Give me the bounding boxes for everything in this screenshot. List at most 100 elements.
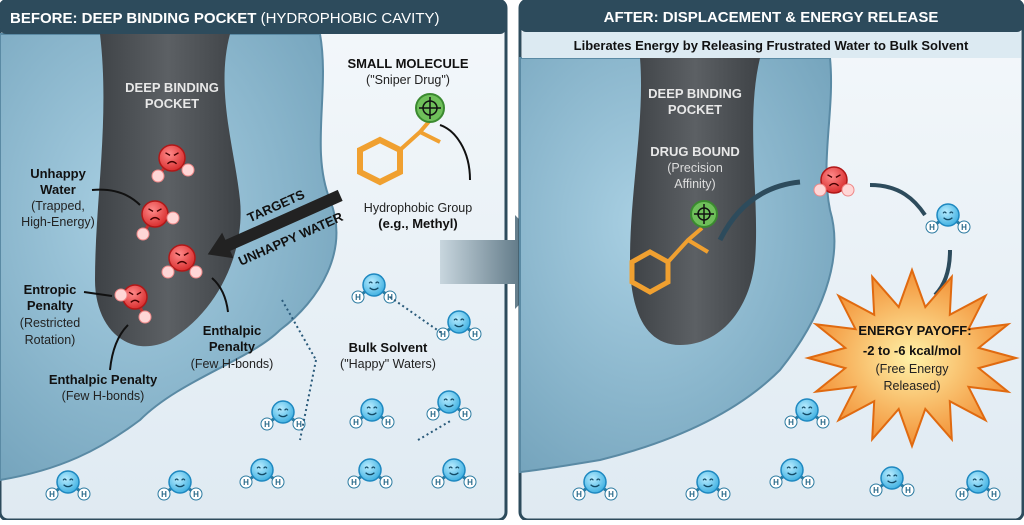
hydrogen-label: H	[467, 478, 473, 487]
hydrogen-label: H	[608, 490, 614, 499]
happy-face-icon	[583, 470, 607, 494]
before-title: BEFORE: DEEP BINDING POCKET	[10, 10, 256, 27]
enthalpic-penalty-right-desc: (Few H-bonds)	[191, 357, 274, 371]
hydrogen-label: H	[383, 478, 389, 487]
unhappy-water	[151, 144, 195, 183]
energy-payoff-title: ENERGY PAYOFF:	[858, 323, 971, 338]
hydrogen-bond-line	[389, 296, 444, 335]
pointer-arrow	[439, 124, 471, 181]
pocket-label-2: POCKET	[145, 96, 199, 111]
happy-face-icon	[362, 273, 386, 297]
hydrogen-label: H	[440, 330, 446, 339]
entropic-penalty-title-2: Penalty	[27, 298, 74, 313]
hydrogen-bond-line	[281, 299, 317, 361]
hydrogen-label: H	[961, 223, 967, 232]
hydrogen-label: H	[243, 478, 249, 487]
hydrogen-label: H	[193, 490, 199, 499]
hydrogen-label: H	[351, 478, 357, 487]
happy-face-icon	[880, 466, 904, 490]
bulk-solvent-desc: ("Happy" Waters)	[340, 357, 436, 371]
bound-drug	[629, 200, 718, 295]
svg-text:BEFORE: DEEP BINDING POCKET (H: BEFORE: DEEP BINDING POCKET (HYDROPHOBIC…	[10, 10, 440, 27]
pocket-label-right-1: DEEP BINDING	[648, 86, 742, 101]
displacement-arrow	[717, 179, 801, 242]
enthalpic-penalty-bottom-title: Enthalpic Penalty	[49, 372, 158, 387]
before-title-sub: (HYDROPHOBIC CAVITY)	[261, 10, 440, 27]
hydrophobic-group-label: Hydrophobic Group	[364, 201, 472, 215]
happy-face-icon	[795, 398, 819, 422]
happy-face-icon	[358, 458, 382, 482]
pocket-cavity	[95, 34, 241, 347]
before-panel: BEFORE: DEEP BINDING POCKET (HYDROPHOBIC…	[0, 0, 508, 522]
unhappy-water-title-1: Unhappy	[30, 166, 86, 181]
unhappy-water-released	[813, 166, 855, 197]
drug-bound-desc-2: Affinity)	[674, 177, 715, 191]
hydrophobic-group-example: (e.g., Methyl)	[378, 216, 457, 231]
angry-face-icon	[141, 200, 169, 228]
energy-payoff-desc-1: (Free Energy	[876, 362, 950, 376]
happy-face-icon	[442, 458, 466, 482]
hydrogen-label: H	[959, 490, 965, 499]
hydrogen-label: H	[991, 490, 997, 499]
hydrogen-label: H	[161, 490, 167, 499]
enthalpic-penalty-bottom-desc: (Few H-bonds)	[62, 389, 145, 403]
unhappy-water	[136, 200, 180, 241]
hydrogen-label: H	[296, 420, 302, 429]
unhappy-water-title-2: Water	[40, 182, 76, 197]
hydrogen-label: H	[689, 490, 695, 499]
happy-face-icon	[936, 203, 960, 227]
pocket-label-right-2: POCKET	[668, 102, 722, 117]
happy-face-icon	[56, 470, 80, 494]
hydrogen-label: H	[576, 490, 582, 499]
hydrogen-label: H	[929, 223, 935, 232]
small-molecule-drug	[357, 93, 445, 186]
happy-face-icon	[447, 310, 471, 334]
hydrogen-label: H	[472, 330, 478, 339]
release-arrow	[869, 183, 927, 217]
small-molecule-subtitle: ("Sniper Drug")	[366, 73, 450, 87]
hydrogen-label: H	[81, 490, 87, 499]
happy-face-icon	[360, 398, 384, 422]
happy-face-icon	[780, 458, 804, 482]
hydrogen-label: H	[805, 478, 811, 487]
happy-face-icon	[437, 390, 461, 414]
after-header	[520, 0, 1023, 32]
hydrogen-bond-line	[417, 419, 453, 441]
hydrogen-label: H	[355, 293, 361, 302]
hydrogen-label: H	[462, 410, 468, 419]
hydrogen-label: H	[385, 418, 391, 427]
after-title: AFTER: DISPLACEMENT & ENERGY RELEASE	[604, 9, 939, 26]
happy-face-icon	[696, 470, 720, 494]
hydrogen-label: H	[788, 418, 794, 427]
angry-face-icon	[158, 144, 186, 172]
after-panel: AFTER: DISPLACEMENT & ENERGY RELEASE Lib…	[518, 0, 1024, 522]
enthalpic-penalty-right-title-1: Enthalpic	[203, 323, 262, 338]
unhappy-water-desc-2: High-Energy)	[21, 215, 95, 229]
happy-face-icon	[271, 400, 295, 424]
enthalpic-penalty-right-title-2: Penalty	[209, 339, 256, 354]
entropic-penalty-title-1: Entropic	[24, 282, 77, 297]
angry-face-icon	[168, 244, 196, 272]
entropic-penalty-desc-2: Rotation)	[25, 333, 76, 347]
energy-payoff-burst: ENERGY PAYOFF: -2 to -6 kcal/mol (Free E…	[804, 267, 1020, 449]
hydrogen-label: H	[905, 486, 911, 495]
hydrogen-label: H	[353, 418, 359, 427]
energy-payoff-value: -2 to -6 kcal/mol	[863, 343, 961, 358]
drug-bound-title: DRUG BOUND	[650, 144, 740, 159]
angry-face-icon	[820, 166, 848, 194]
pocket-cavity-right	[630, 58, 760, 345]
entropic-penalty-desc-1: (Restricted	[20, 316, 80, 330]
hydrogen-label: H	[820, 418, 826, 427]
